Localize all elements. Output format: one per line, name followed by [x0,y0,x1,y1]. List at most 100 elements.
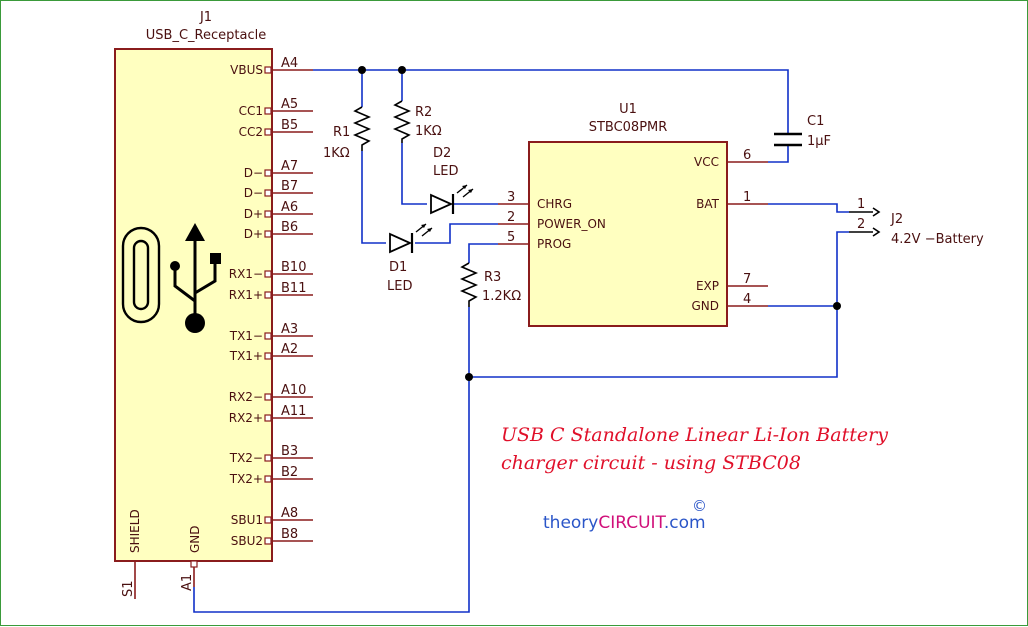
c1-value: 1μF [807,134,831,149]
j1-pin-stub [264,270,272,278]
gnd-pin-stub [190,560,198,568]
j2-ref: J2 [890,212,903,227]
wire-c1-vcc [768,145,789,163]
u1-pin-name: PROG [537,237,571,251]
resistor-r1: R1 1KΩ [323,106,372,161]
resistor-r2-symbol [392,100,412,143]
d2-ref: D2 [433,146,451,161]
j1-pin-stub [264,475,272,483]
j1-pin-stub [264,210,272,218]
wire-prog-r3 [468,243,498,263]
copyright-symbol: © [692,497,707,515]
j1-pin-number: A5 [281,97,298,112]
j1-pin-stub [264,537,272,545]
j1-pin-name: TX1− [229,329,263,343]
u1-body [528,141,728,327]
led-d1-arrow-icon [421,224,432,232]
j1-pin-name: D− [244,166,263,180]
j2-pin-lines [849,211,873,233]
j1-pin-name: CC2 [239,125,263,139]
j1-pin-stub [264,393,272,401]
j1-pin-number: A10 [281,383,306,398]
u1-ref: U1 [619,102,637,117]
shield-pin-name: SHIELD [128,509,142,553]
wires [193,66,849,613]
j1-pin-number: A8 [281,506,298,521]
u1-pin-number: 6 [743,148,751,163]
j1-pin-stub [264,107,272,115]
resistor-r2: R2 1KΩ [392,100,442,143]
j1-pin-name: D+ [244,207,263,221]
u1-pin-number: 2 [507,210,515,225]
resistor-r3-symbol [459,262,479,307]
j1-pin-number: B5 [281,118,298,133]
u1-pin-number: 4 [743,292,751,307]
brand-part-1: theory [543,513,598,533]
j1-pin-stub [264,352,272,360]
j1-pin-number: A2 [281,342,298,357]
j1-pin-stub [264,516,272,524]
led-d2-arrow-icon [462,185,473,193]
resistor-r1-symbol [352,106,372,151]
j1-pin-stub [264,291,272,299]
j1-pin-name: RX2− [229,390,263,404]
u1-pin-number: 3 [507,190,515,205]
j1-pin-stub [264,230,272,238]
j1-pin-number: B7 [281,179,298,194]
d1-ref: D1 [389,260,407,275]
j1-pin-number: B11 [281,281,306,296]
j1-pin-stub [264,128,272,136]
r2-ref: R2 [415,105,432,120]
j1-pin-name: RX1+ [229,288,263,302]
j1-pin-stub [264,169,272,177]
r1-value: 1KΩ [323,146,350,161]
usb-trident-icon [170,223,221,333]
j1-pin-name: RX1− [229,267,263,281]
j1-pin-number: A6 [281,200,298,215]
d1-value: LED [387,279,412,294]
u1-pin-name: EXP [696,279,719,293]
j1-pin-number: A3 [281,322,298,337]
j1-pin-name: D+ [244,227,263,241]
brand-logo: theoryCIRCUIT.com [543,513,706,533]
u1-pin-name: GND [691,299,719,313]
j1-value: USB_C_Receptacle [146,28,266,43]
caption-line-2: charger circuit - using STBC08 [501,452,801,474]
brand-part-2: CIRCUIT [598,513,666,533]
j1-pin-number: B3 [281,444,298,459]
j1-ref: J1 [199,10,212,25]
shield-pin-number: S1 [121,580,136,597]
junction-dot [465,373,473,381]
u1-pin-name: POWER_ON [537,217,606,231]
capacitor-c1: C1 1μF [774,114,831,149]
junction-dot [398,66,406,74]
wire-d1-poweron [415,223,498,244]
j1-pin-name: TX2− [229,451,263,465]
j1-pin-stub [264,189,272,197]
j1-pin-stub [264,66,272,74]
usb-c-port-icon [121,226,161,324]
j1-pin-stub [264,454,272,462]
j1-pin-name: VBUS [230,63,263,77]
junction-dot [833,302,841,310]
j1-pin-number: B10 [281,260,306,275]
wire-r1-d1 [361,151,386,244]
u1-pin-number: 1 [743,190,751,205]
j1-pin-number: A11 [281,404,306,419]
capacitor-c1-plates [774,132,802,147]
j2-value: 4.2V −Battery [891,232,984,247]
brand-part-3: .com [664,513,706,533]
u1-pin-name: VCC [694,155,719,169]
usb-c-tongue [132,239,150,311]
battery-connector-j2: 1 2 J2 4.2V −Battery [849,197,984,247]
j1-pin-stub [264,414,272,422]
r1-ref: R1 [333,125,350,140]
j1-pin-name: D− [244,186,263,200]
u1-pin-name: CHRG [537,197,572,211]
